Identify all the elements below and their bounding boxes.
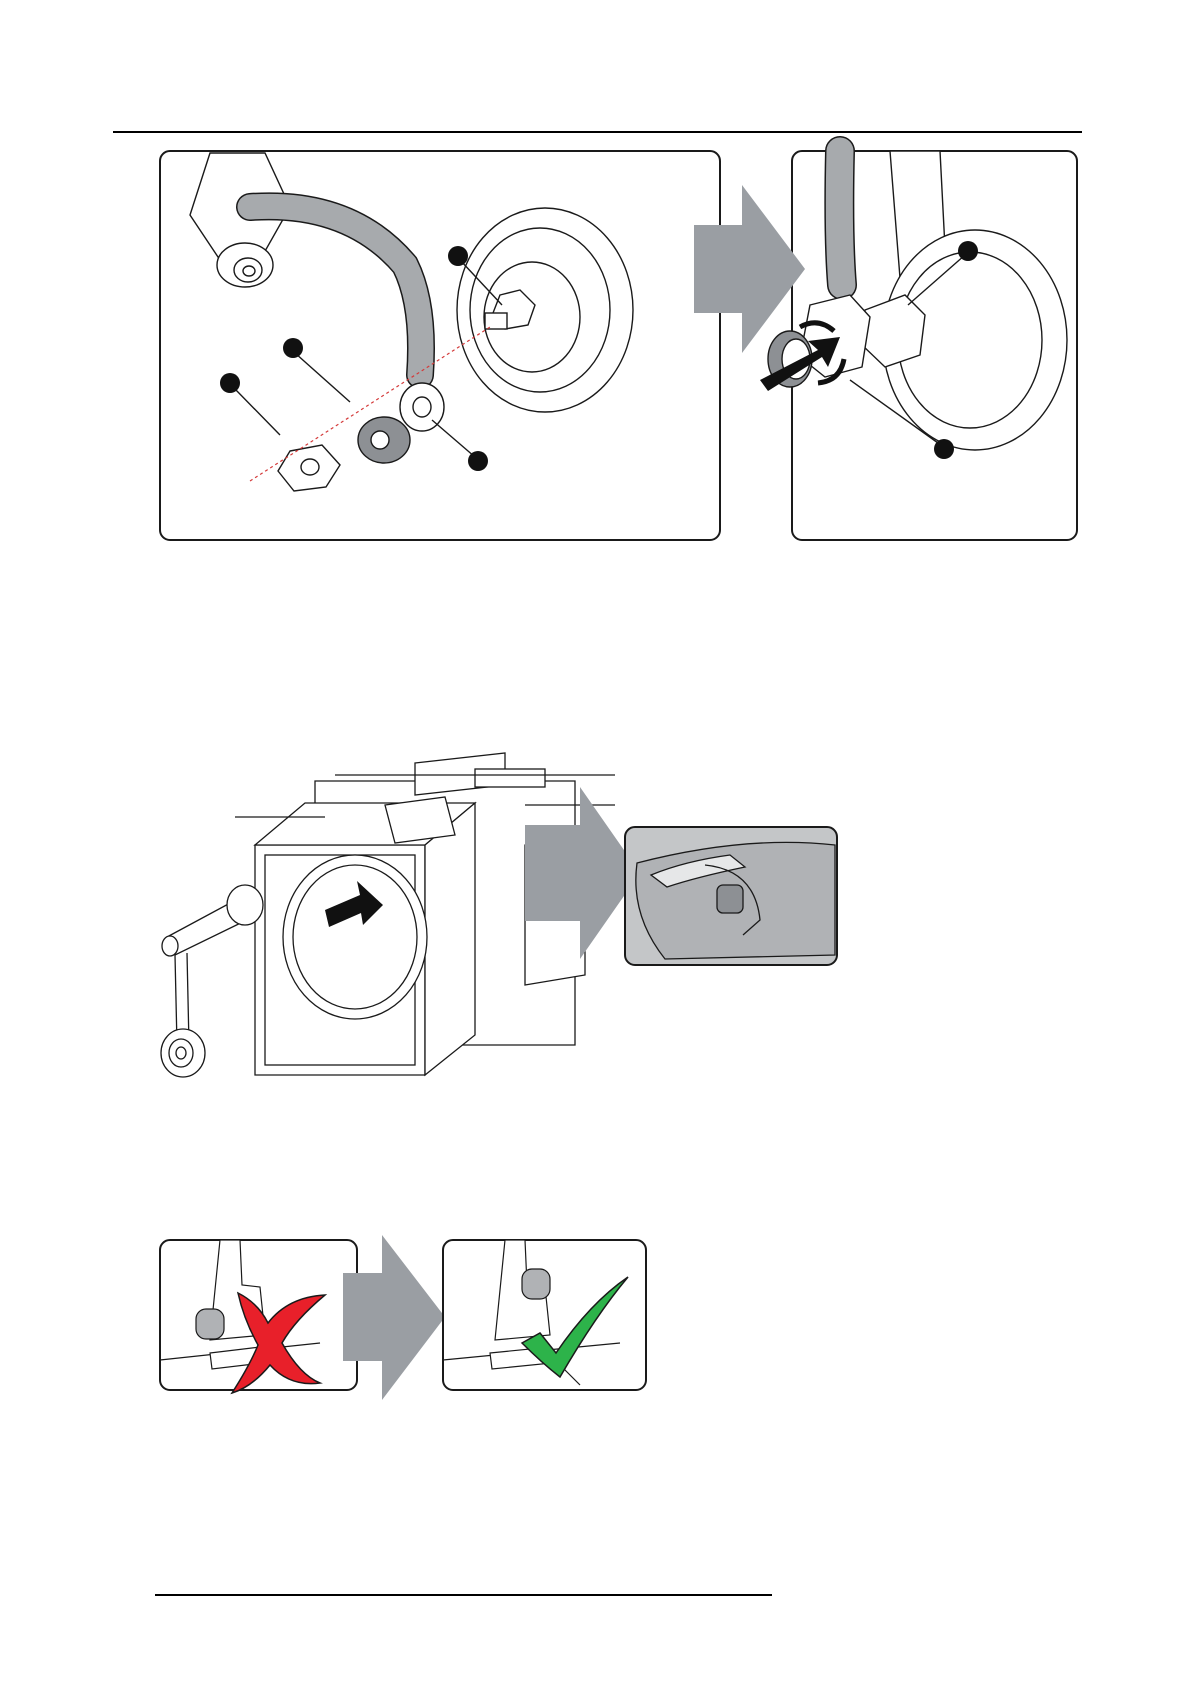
callout-marker: [283, 338, 303, 358]
detail-drawing: [636, 842, 835, 959]
callout-marker: [468, 451, 488, 471]
transition-arrow: [343, 1235, 445, 1400]
callout-marker: [958, 241, 978, 261]
figure-lock-check: [150, 1225, 655, 1410]
header-rule: [113, 131, 1082, 133]
figure-cable-assembly: [150, 145, 1085, 545]
callout-marker: [448, 246, 468, 266]
figure-lamp-housing: [145, 745, 850, 1195]
footer-rule: [155, 1594, 772, 1596]
callout-marker: [934, 439, 954, 459]
callout-marker: [220, 373, 240, 393]
